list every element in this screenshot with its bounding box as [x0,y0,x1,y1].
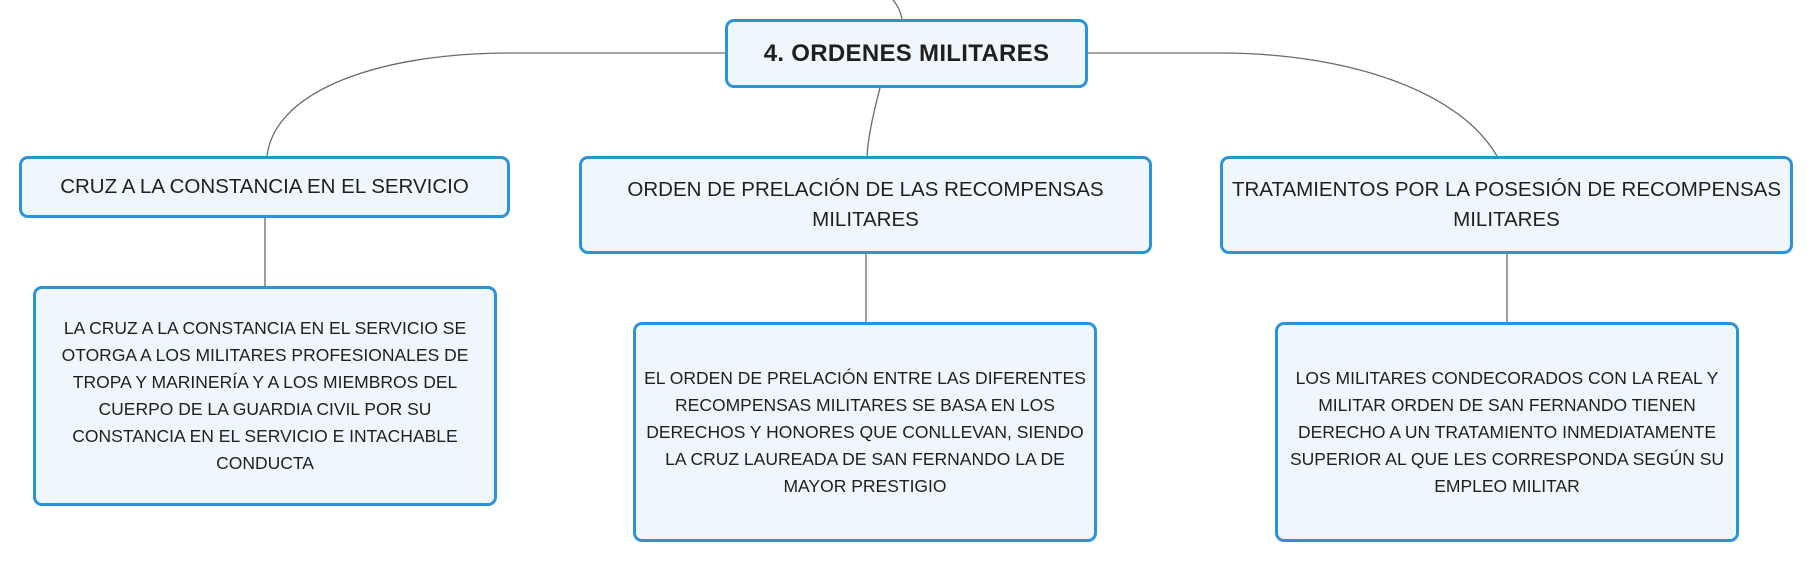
subtopic-tratamientos-detail[interactable]: LOS MILITARES CONDECORADOS CON LA REAL Y… [1275,322,1739,542]
subtopic-cruz-constancia-detail[interactable]: LA CRUZ A LA CONSTANCIA EN EL SERVICIO S… [33,286,497,506]
connector-from-parent [892,0,903,20]
subtopic-tratamientos-text: LOS MILITARES CONDECORADOS CON LA REAL Y… [1289,367,1725,496]
topic-cruz-constancia-label: CRUZ A LA CONSTANCIA EN EL SERVICIO [60,175,469,198]
connector-root-to-branch-3 [1088,52,1498,157]
connector-root-to-branch-2 [866,87,881,157]
root-topic-label: 4. ORDENES MILITARES [763,39,1050,67]
connector-root-to-branch-1 [266,52,725,157]
root-topic[interactable]: 4. ORDENES MILITARES [725,19,1088,88]
topic-tratamientos[interactable]: TRATAMIENTOS POR LA POSESIÓN DE RECOMPEN… [1220,156,1793,254]
subtopic-cruz-constancia-text: LA CRUZ A LA CONSTANCIA EN EL SERVICIO S… [61,318,469,473]
topic-cruz-constancia[interactable]: CRUZ A LA CONSTANCIA EN EL SERVICIO [19,156,510,218]
subtopic-orden-prelacion-text: EL ORDEN DE PRELACIÓN ENTRE LAS DIFERENT… [644,367,1086,496]
topic-orden-prelacion-label: ORDEN DE PRELACIÓN DE LAS RECOMPENSAS MI… [627,178,1104,231]
subtopic-orden-prelacion-detail[interactable]: EL ORDEN DE PRELACIÓN ENTRE LAS DIFERENT… [633,322,1097,542]
topic-tratamientos-label: TRATAMIENTOS POR LA POSESIÓN DE RECOMPEN… [1231,178,1782,231]
topic-orden-prelacion[interactable]: ORDEN DE PRELACIÓN DE LAS RECOMPENSAS MI… [579,156,1152,254]
